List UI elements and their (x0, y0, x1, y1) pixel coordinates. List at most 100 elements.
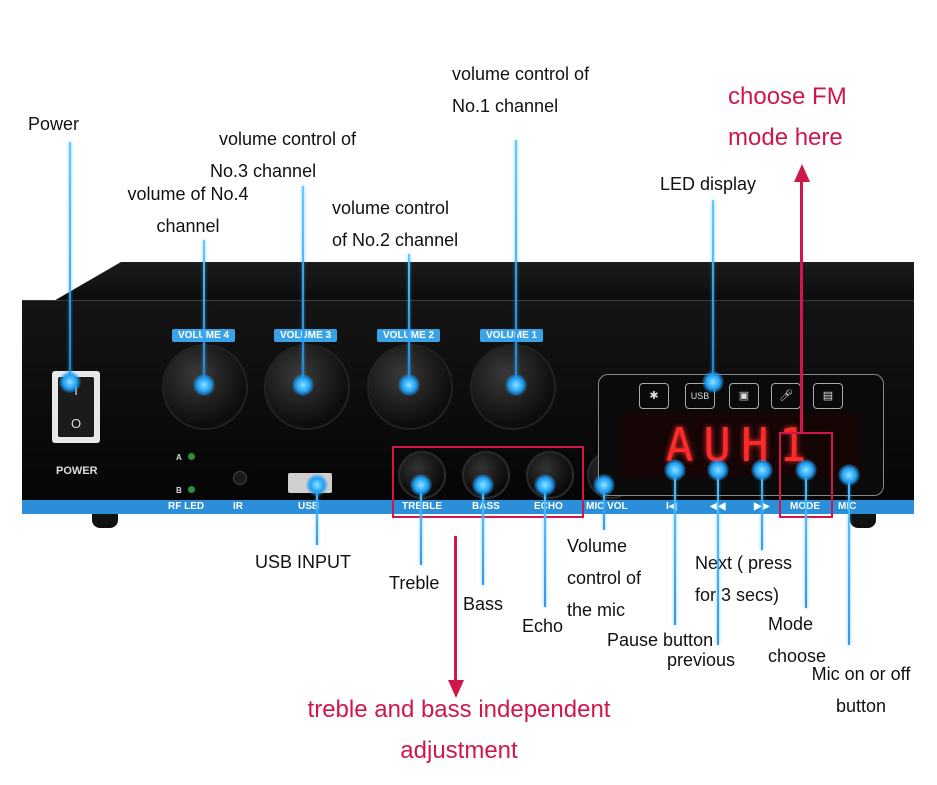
strip-label-pause: I◀ (666, 501, 677, 512)
label-strip (22, 500, 914, 514)
previous-point (707, 459, 729, 481)
mic-point (838, 464, 860, 486)
treble-callout: Treble (389, 573, 440, 593)
mic-icon: 🎤︎ (771, 383, 801, 409)
strip-label-bass: BASS (472, 501, 500, 512)
power-callout: Power (28, 114, 80, 134)
volume3-callout-line1: volume control of (218, 129, 357, 149)
echo-callout: Echo (522, 616, 564, 636)
next-callout-line2: for 3 secs) (695, 585, 780, 605)
volume1-leader (515, 140, 517, 385)
pause-leader (674, 470, 676, 625)
volume1-callout-line2: No.1 channel (452, 96, 559, 116)
led-display-callout: LED display (660, 174, 757, 194)
volume4-callout-line2: channel (156, 216, 220, 236)
treble-bass-highlight-box (392, 446, 584, 518)
fm-mode-callout: choose FM mode here (728, 76, 847, 158)
volume2-callout-line1: volume control (332, 198, 450, 218)
remote-icon: ▤ (813, 383, 843, 409)
mic-volume-callout-line2: control of (567, 568, 642, 588)
next-leader (761, 470, 763, 550)
ir-sensor (233, 471, 247, 485)
mic-leader (848, 475, 850, 645)
mode-point (795, 459, 817, 481)
volume3-callout: volume control of No.3 channel (205, 123, 370, 187)
radio-icon: ▣ (729, 383, 759, 409)
treble-bass-arrow-head (448, 680, 464, 698)
bass-point (472, 474, 494, 496)
volume4-point (193, 374, 215, 396)
mode-callout-line1: Mode (768, 614, 814, 634)
next-callout: Next ( press for 3 secs) (695, 547, 792, 611)
led-b-label: B (176, 486, 182, 495)
pause-callout: Pause button (607, 630, 714, 650)
previous-callout: previous (667, 650, 736, 670)
fm-arrow-head (794, 164, 810, 182)
usb-icon: USB (685, 383, 715, 409)
led-display-leader (712, 200, 714, 382)
fm-arrow-shaft (800, 180, 803, 432)
volume2-callout: volume control of No.2 channel (332, 192, 458, 256)
echo-knob[interactable] (526, 451, 574, 499)
led-display-point (702, 371, 724, 393)
volume3-leader (302, 186, 304, 385)
volume3-callout-line2: No.3 channel (210, 161, 317, 181)
led-display-text: AUH1 (665, 418, 817, 472)
usb-leader (316, 485, 318, 545)
volume3-point (292, 374, 314, 396)
pause-point (664, 459, 686, 481)
mic-callout-line2: button (835, 696, 887, 716)
previous-leader (717, 470, 719, 645)
mic-volume-leader (603, 485, 605, 530)
mode-leader (805, 470, 807, 608)
mic-volume-callout-line3: the mic (567, 600, 626, 620)
treble-bass-callout-line2: adjustment (400, 737, 518, 764)
power-leader (69, 142, 71, 382)
strip-label-ir: IR (233, 501, 243, 512)
bluetooth-icon: ✱ (639, 383, 669, 409)
strip-label-rf-led: RF LED (168, 501, 205, 512)
mode-callout-line2: choose (768, 646, 827, 666)
echo-leader (544, 485, 546, 607)
treble-bass-arrow-shaft (454, 536, 457, 686)
strip-label-echo: ECHO (534, 501, 563, 512)
amplifier-top-case (52, 262, 914, 302)
fm-mode-callout-line1: choose FM (728, 83, 847, 110)
right-foot (850, 514, 876, 528)
strip-label-mic: MIC (838, 500, 856, 514)
volume4-leader (203, 240, 205, 385)
power-label: POWER (56, 465, 98, 477)
volume1-callout-line1: volume control of (452, 64, 590, 84)
bass-leader (482, 485, 484, 585)
volume1-point (505, 374, 527, 396)
volume4-callout-line1: volume of No.4 (127, 184, 249, 204)
treble-bass-callout: treble and bass independent adjustment (280, 689, 638, 771)
mic-callout-line1: Mic on or off (811, 664, 911, 684)
echo-point (534, 474, 556, 496)
power-off-symbol: O (70, 416, 82, 431)
volume2-point (398, 374, 420, 396)
led-a-indicator (188, 453, 195, 460)
left-foot (92, 514, 118, 528)
next-callout-line1: Next ( press (695, 553, 793, 573)
strip-label-mic-vol: MIC VOL (586, 501, 628, 512)
volume1-label: VOLUME 1 (480, 329, 544, 342)
strip-label-usb: USB (298, 501, 320, 512)
treble-bass-callout-line1: treble and bass independent (307, 696, 611, 723)
bass-callout: Bass (463, 594, 504, 614)
mic-volume-callout-line1: Volume (567, 536, 628, 556)
next-point (751, 459, 773, 481)
usb-point (306, 474, 328, 496)
volume3-label: VOLUME 3 (274, 329, 338, 342)
mode-callout: Mode choose (768, 608, 826, 672)
mic-callout: Mic on or off button (800, 658, 922, 722)
led-display-panel: ✱ USB ▣ 🎤︎ ▤ AUH1 (598, 374, 884, 496)
volume4-callout: volume of No.4 channel (118, 178, 258, 242)
volume1-callout: volume control of No.1 channel (452, 58, 589, 122)
mic-volume-point (593, 474, 615, 496)
led-screen: AUH1 (621, 413, 861, 477)
amplifier-device: I O POWER VOLUME 4 VOLUME 3 VOLUME 2 VOL… (22, 262, 914, 528)
led-a-label: A (176, 453, 182, 462)
treble-leader (420, 485, 422, 565)
led-b-indicator (188, 486, 195, 493)
